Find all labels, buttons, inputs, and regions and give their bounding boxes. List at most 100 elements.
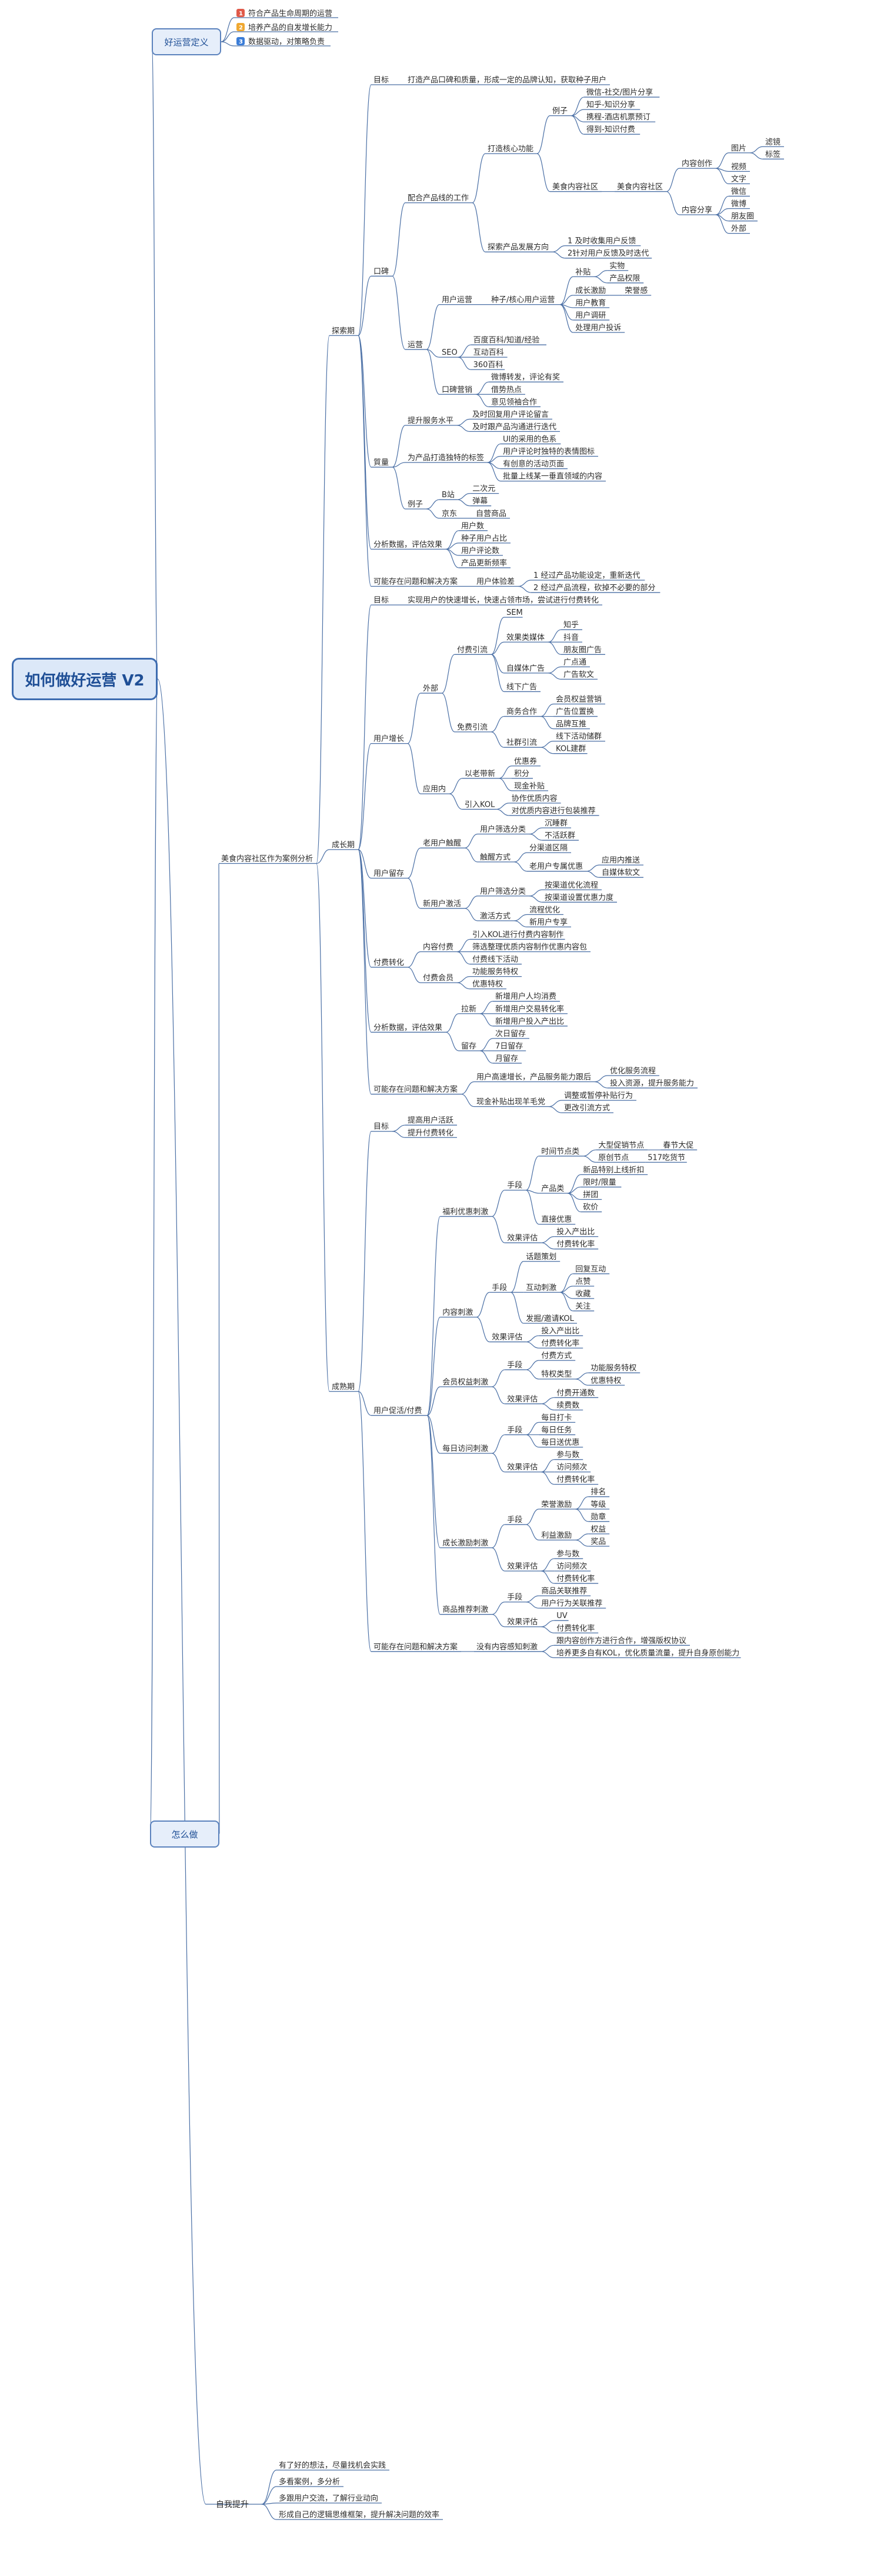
map-node[interactable]: 用户评论时独特的表情图标	[503, 447, 595, 457]
map-node[interactable]: 奖品	[591, 1537, 606, 1546]
map-node[interactable]: 批量上线某一垂直领域的内容	[503, 472, 602, 481]
map-node[interactable]: 自媒体广告	[506, 664, 545, 673]
map-node[interactable]: 拉新	[461, 1004, 476, 1014]
map-node[interactable]: 付费引流	[457, 645, 488, 654]
map-node[interactable]: 效果评估	[507, 1234, 538, 1243]
map-node[interactable]: 朋友圈	[731, 212, 754, 221]
section-node-self-improvement[interactable]: 自我提升	[216, 2500, 249, 2510]
map-node[interactable]: SEM	[506, 608, 523, 617]
map-node[interactable]: 付费会员	[423, 974, 453, 983]
map-node[interactable]: 功能服务特权	[472, 967, 518, 977]
map-node[interactable]: 广点通	[563, 658, 586, 667]
map-node[interactable]: 携程-酒店机票预订	[586, 112, 651, 122]
map-node[interactable]: 及时回复用户评论留言	[472, 410, 549, 419]
map-node[interactable]: 付费转化率	[556, 1574, 595, 1583]
map-node[interactable]: 付费方式	[541, 1351, 572, 1360]
map-node[interactable]: 成长激励	[575, 287, 606, 295]
map-node[interactable]: 商品关联推荐	[541, 1587, 587, 1596]
map-node[interactable]: 会员权益刺激	[442, 1377, 488, 1387]
map-node[interactable]: 图片	[731, 144, 746, 153]
map-node[interactable]: 原创节点	[598, 1153, 629, 1162]
map-node[interactable]: 关注	[575, 1302, 591, 1311]
map-node[interactable]: 用户调研	[575, 311, 606, 320]
map-node[interactable]: 内容刺激	[442, 1307, 473, 1317]
map-node[interactable]: 跟内容创作方进行合作，增强版权协议	[556, 1636, 686, 1645]
map-node[interactable]: 提高用户活跃	[408, 1116, 453, 1125]
map-node[interactable]: 1 经过产品功能设定，重新迭代	[533, 571, 640, 580]
map-node[interactable]: 引入KOL	[465, 800, 495, 809]
map-node[interactable]: 标签	[765, 149, 780, 159]
map-node[interactable]: 激活方式	[480, 911, 511, 921]
map-node[interactable]: 种子/核心用户运营	[491, 295, 555, 305]
self-improvement-item[interactable]: 多跟用户交流，了解行业动向	[279, 2494, 378, 2503]
map-node[interactable]: 外部	[423, 684, 438, 693]
map-node[interactable]: 实物	[609, 262, 625, 271]
map-node[interactable]: 抖音	[563, 633, 579, 642]
definition-item[interactable]: 数据驱动，对策略负责	[248, 37, 325, 46]
map-node[interactable]: 商品推荐刺激	[442, 1606, 488, 1615]
map-node[interactable]: 付费线下活动	[472, 956, 518, 964]
map-node[interactable]: 运营	[408, 341, 423, 350]
map-node[interactable]: 点赞	[575, 1277, 591, 1286]
map-node[interactable]: 处理用户投诉	[575, 323, 621, 332]
map-node[interactable]: 访问频次	[556, 1562, 587, 1571]
map-node[interactable]: 微博转发，评论有奖	[491, 372, 560, 382]
map-node[interactable]: 老用户专属优惠	[529, 862, 583, 871]
map-node[interactable]: 效果类媒体	[506, 633, 545, 642]
map-node[interactable]: 成长期	[332, 841, 355, 850]
map-node[interactable]: 微信	[731, 187, 746, 196]
map-node[interactable]: 互动百科	[473, 348, 504, 357]
map-node[interactable]: 每日任务	[541, 1425, 572, 1435]
map-node[interactable]: 投入产出比	[556, 1227, 595, 1237]
map-node[interactable]: 2针对用户反馈及时迭代	[568, 249, 649, 258]
section-node-definition[interactable]: 好运营定义	[152, 28, 221, 55]
map-node[interactable]: 付费开通数	[556, 1389, 595, 1397]
map-node[interactable]: 流程优化	[529, 906, 560, 914]
map-node[interactable]: 手段	[507, 1361, 522, 1370]
map-node[interactable]: 效果评估	[507, 1395, 538, 1404]
map-node[interactable]: 美食内容社区	[617, 182, 663, 192]
map-node[interactable]: 协作优质内容	[512, 794, 558, 803]
map-node[interactable]: 用户留存	[373, 869, 404, 878]
section-node-how-to[interactable]: 怎么做	[150, 1820, 219, 1848]
map-node[interactable]: 美食内容社区作为案例分析	[221, 854, 313, 864]
map-node[interactable]: 效果评估	[507, 1562, 538, 1571]
map-node[interactable]: 更改引流方式	[564, 1103, 610, 1113]
map-node[interactable]: 知乎	[563, 620, 579, 630]
map-node[interactable]: 可能存在问题和解决方案	[373, 577, 458, 587]
map-node[interactable]: 目标	[373, 596, 389, 605]
map-node[interactable]: 会员权益营销	[556, 695, 602, 704]
map-node[interactable]: 外部	[731, 225, 746, 234]
map-node[interactable]: 2 经过产品流程，砍掉不必要的部分	[533, 583, 655, 593]
map-node[interactable]: 口碑营销	[442, 385, 472, 394]
map-node[interactable]: 新增用户交易转化率	[495, 1004, 564, 1014]
map-node[interactable]: 每日送优惠	[541, 1438, 579, 1447]
root-node[interactable]: 如何做好运营 V2	[12, 658, 158, 700]
map-node[interactable]: 产品更新频率	[461, 558, 507, 568]
map-node[interactable]: 分渠道区隔	[529, 844, 568, 853]
map-node[interactable]: 每日打卡	[541, 1413, 572, 1422]
map-node[interactable]: 目标	[373, 76, 389, 85]
map-node[interactable]: 新用户专享	[529, 917, 568, 927]
map-node[interactable]: 月留存	[495, 1054, 518, 1063]
map-node[interactable]: 优惠券	[514, 757, 537, 766]
map-node[interactable]: 引入KOL进行付费内容制作	[472, 930, 563, 939]
map-node[interactable]: 培养更多自有KOL，优化质量流量，提升自身原创能力	[556, 1648, 739, 1658]
map-node[interactable]: 话题策划	[526, 1252, 556, 1262]
map-node[interactable]: 社群引流	[506, 738, 537, 747]
map-node[interactable]: 京东	[442, 510, 457, 518]
map-node[interactable]: 提升服务水平	[408, 416, 453, 425]
map-node[interactable]: 续费数	[556, 1401, 579, 1410]
map-node[interactable]: 砍价	[583, 1203, 598, 1212]
map-node[interactable]: B站	[442, 491, 455, 500]
map-node[interactable]: 分析数据，评估效果	[373, 540, 442, 549]
map-node[interactable]: 滤镜	[765, 138, 780, 147]
map-node[interactable]: UI的采用的色系	[503, 434, 556, 444]
map-node[interactable]: UV	[556, 1612, 568, 1620]
map-node[interactable]: 用户筛选分类	[480, 887, 526, 896]
map-node[interactable]: 手段	[492, 1283, 507, 1292]
map-node[interactable]: 商务合作	[506, 707, 537, 717]
map-node[interactable]: 为产品打造独特的标签	[408, 453, 484, 462]
map-node[interactable]: 收藏	[575, 1290, 591, 1299]
map-node[interactable]: 用户行为关联推荐	[541, 1599, 602, 1608]
